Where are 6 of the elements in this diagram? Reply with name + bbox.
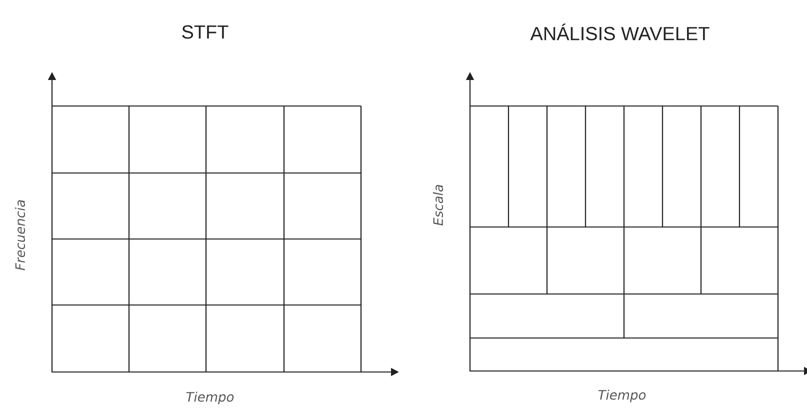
- axis-label: Frecuencia: [14, 200, 26, 270]
- chart-title: ANÁLISIS WAVELET: [530, 24, 710, 40]
- chart-title: STFT: [182, 25, 228, 39]
- axis-label: Tiempo: [598, 390, 646, 402]
- axis-label: Escala: [432, 185, 444, 226]
- axis-label: Tiempo: [186, 392, 234, 404]
